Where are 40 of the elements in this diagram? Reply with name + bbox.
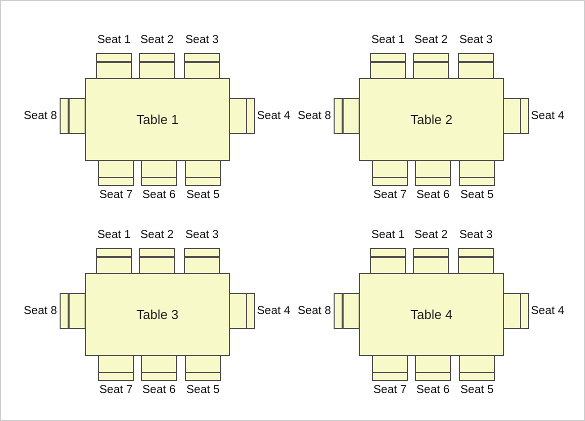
seat-label: Seat 8 [24,304,57,318]
seat-label: Seat 1 [371,228,405,242]
seat-label: Seat 2 [414,33,448,47]
seat-label: Seat 4 [257,109,290,123]
seat-label: Seat 7 [373,383,407,397]
seat-label: Seat 5 [460,383,494,397]
seat-label: Seat 7 [99,383,133,397]
seat-label: Seat 2 [140,228,174,242]
seat-label: Seat 6 [416,188,450,202]
seat-label: Seat 4 [531,109,564,123]
table-label: Table 4 [410,307,452,322]
seat-label: Seat 5 [460,188,494,202]
table [359,78,504,161]
seat-label: Seat 2 [140,33,174,47]
table-label: Table 3 [136,307,178,322]
seat-label: Seat 7 [99,188,133,202]
seat-label: Seat 4 [257,304,290,318]
seat-label: Seat 1 [97,228,131,242]
seat-label: Seat 8 [298,109,331,123]
seat-label: Seat 1 [371,33,405,47]
table [359,273,504,356]
seat-label: Seat 3 [185,33,219,47]
table-label: Table 2 [410,112,452,127]
table [85,78,230,161]
seat-label: Seat 3 [459,33,493,47]
seat-label: Seat 8 [24,109,57,123]
seat-label: Seat 7 [373,188,407,202]
seat-label: Seat 5 [186,188,220,202]
table [85,273,230,356]
seat-label: Seat 4 [531,304,564,318]
seat-label: Seat 1 [97,33,131,47]
seat-label: Seat 5 [186,383,220,397]
seat-label: Seat 6 [142,188,176,202]
table-label: Table 1 [136,112,178,127]
seat-label: Seat 3 [459,228,493,242]
seat-label: Seat 6 [142,383,176,397]
seat-label: Seat 3 [185,228,219,242]
seat-label: Seat 6 [416,383,450,397]
seat-label: Seat 2 [414,228,448,242]
seat-label: Seat 8 [298,304,331,318]
